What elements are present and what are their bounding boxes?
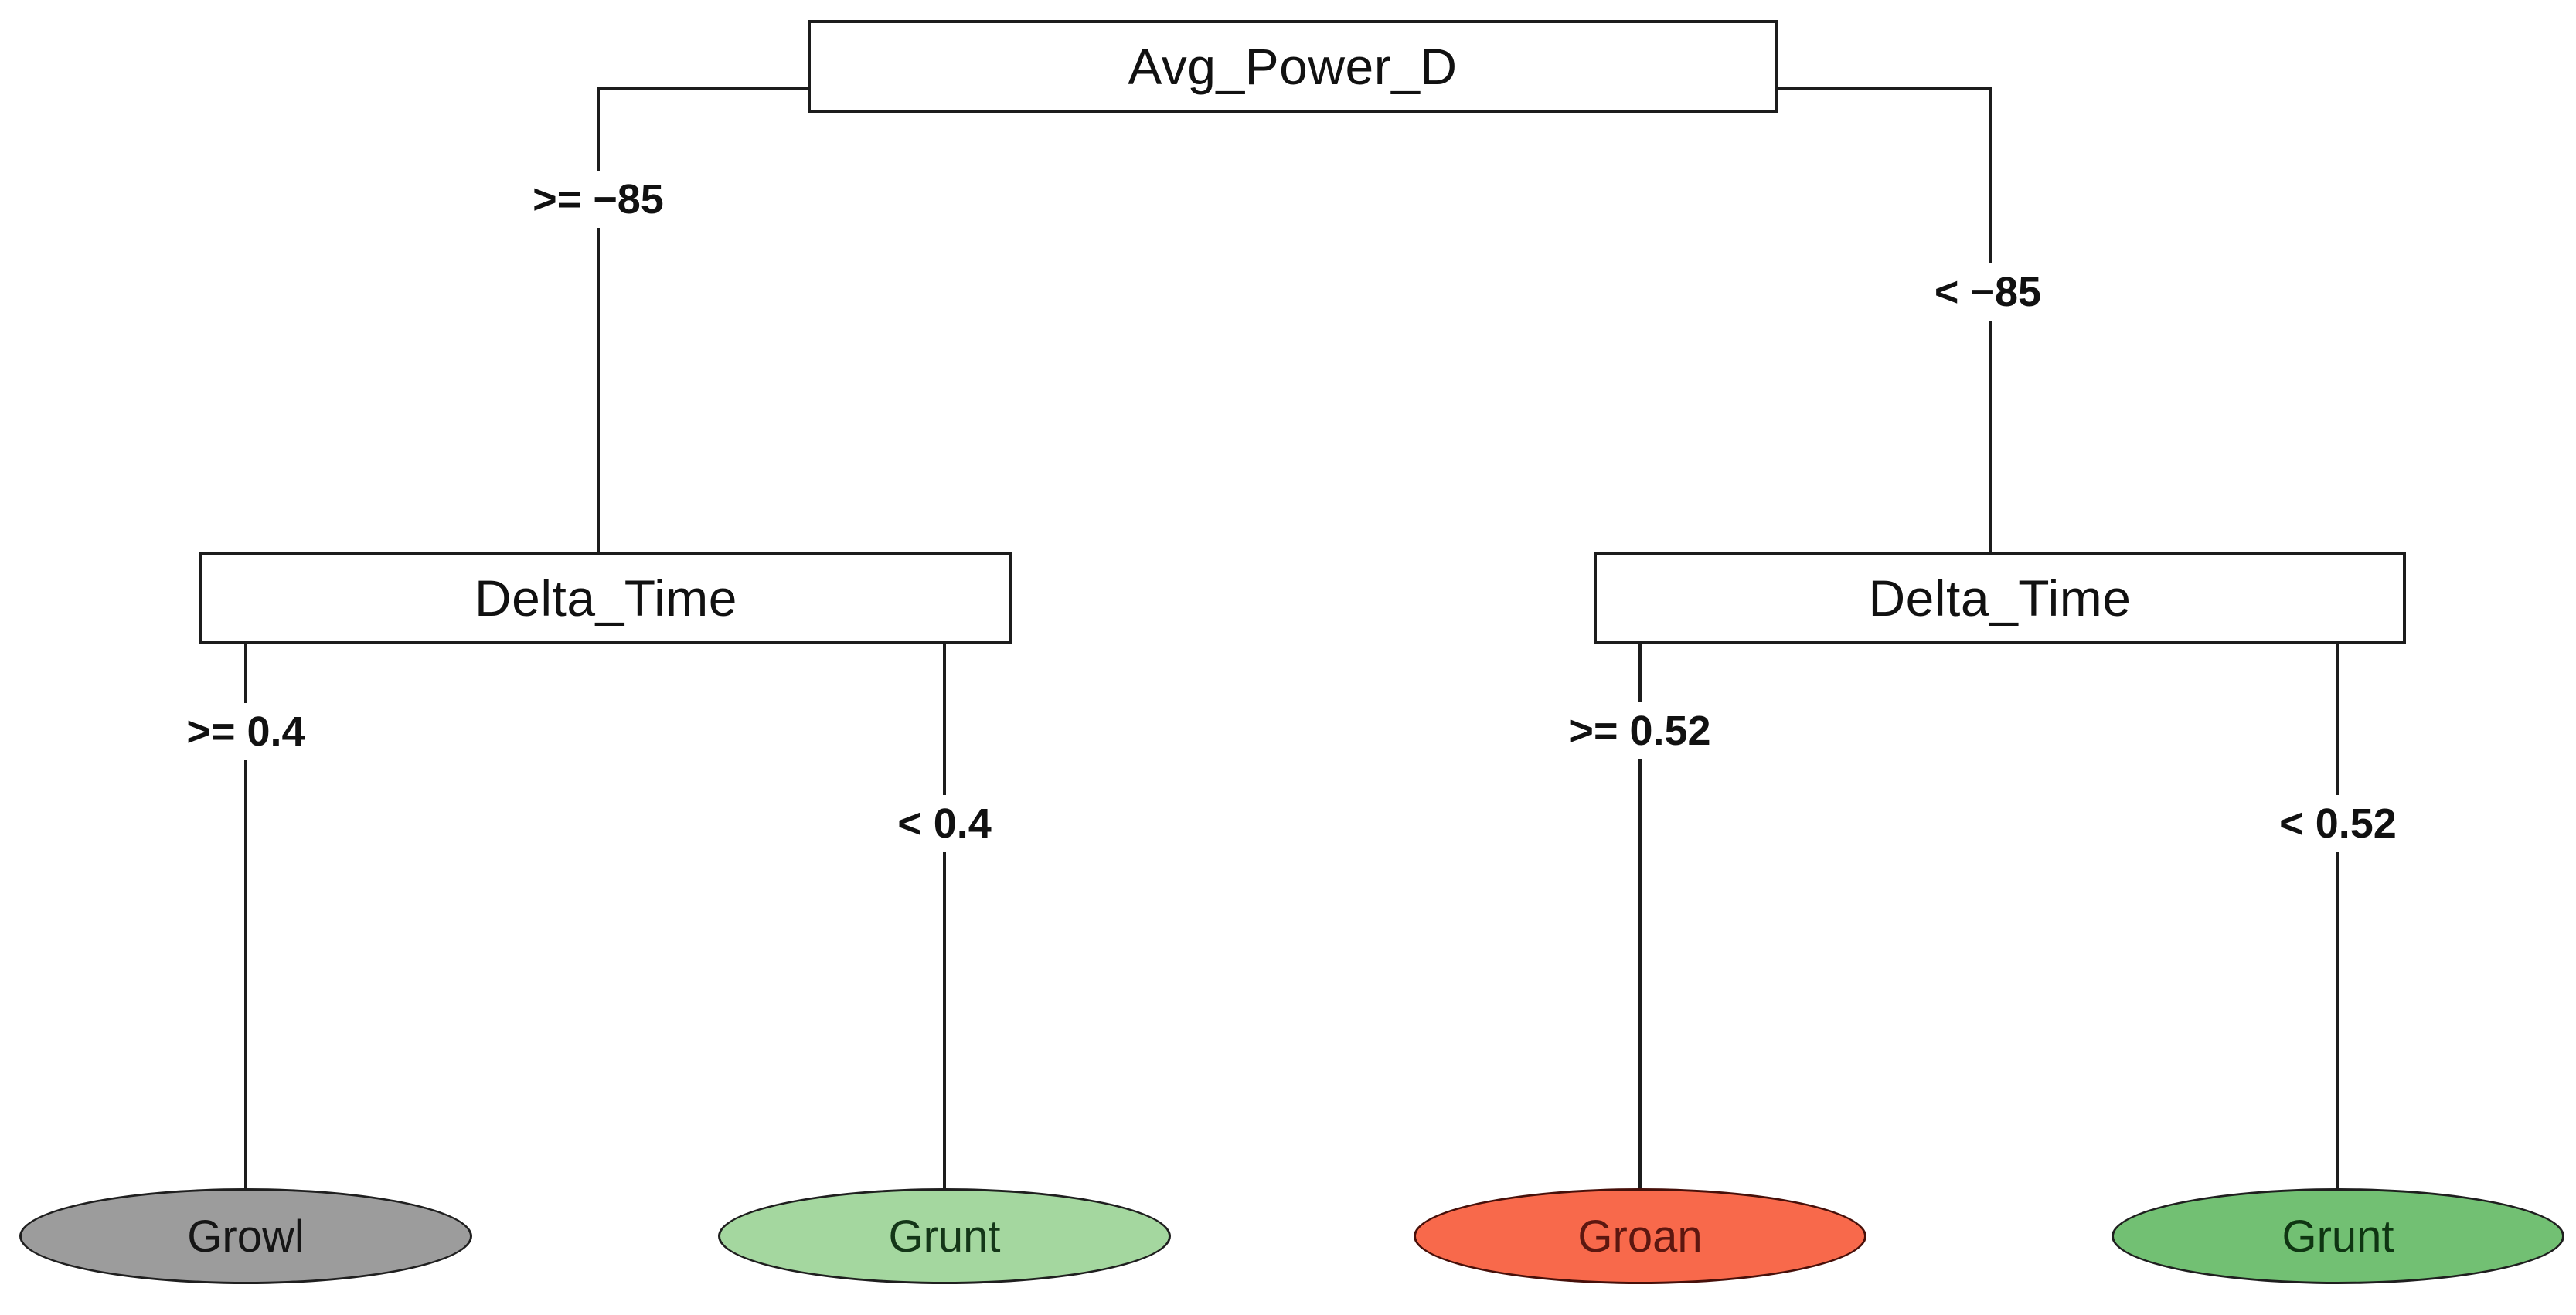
leaf-growl-label: Growl xyxy=(187,1211,305,1262)
leaf-grunt-2-label: Grunt xyxy=(2282,1211,2394,1262)
leaf-grunt-1-label: Grunt xyxy=(888,1211,1001,1262)
node-delta-time-left: Delta_Time xyxy=(199,552,1012,644)
edge-label-left-node-right: < 0.4 xyxy=(880,795,1009,852)
edge-label-root-left: >= −85 xyxy=(516,171,681,228)
edge-label-left-node-left: >= 0.4 xyxy=(169,703,322,760)
edge-label-root-right: < −85 xyxy=(1917,263,2059,321)
root-node-label: Avg_Power_D xyxy=(1128,38,1458,95)
branch-line-root-left-horizontal xyxy=(598,87,808,90)
root-node-avg-power-d: Avg_Power_D xyxy=(808,20,1778,113)
node-delta-time-right: Delta_Time xyxy=(1594,552,2406,644)
node-delta-time-right-label: Delta_Time xyxy=(1868,569,2132,627)
leaf-grunt-2: Grunt xyxy=(2112,1188,2564,1284)
edge-label-right-node-left: >= 0.52 xyxy=(1552,702,1728,759)
branch-line-to-leaf-growl xyxy=(244,644,247,1190)
leaf-groan: Groan xyxy=(1414,1188,1866,1284)
leaf-growl: Growl xyxy=(19,1188,472,1284)
node-delta-time-left-label: Delta_Time xyxy=(475,569,737,627)
branch-line-to-leaf-grunt-1 xyxy=(943,644,946,1190)
leaf-groan-label: Groan xyxy=(1577,1211,1703,1262)
branch-line-root-right-horizontal xyxy=(1778,87,1992,90)
leaf-grunt-1: Grunt xyxy=(718,1188,1171,1284)
edge-label-right-node-right: < 0.52 xyxy=(2262,795,2414,852)
branch-line-to-leaf-grunt-2 xyxy=(2336,644,2339,1190)
branch-line-to-leaf-groan xyxy=(1638,644,1642,1190)
branch-line-root-left-vertical xyxy=(597,87,600,552)
